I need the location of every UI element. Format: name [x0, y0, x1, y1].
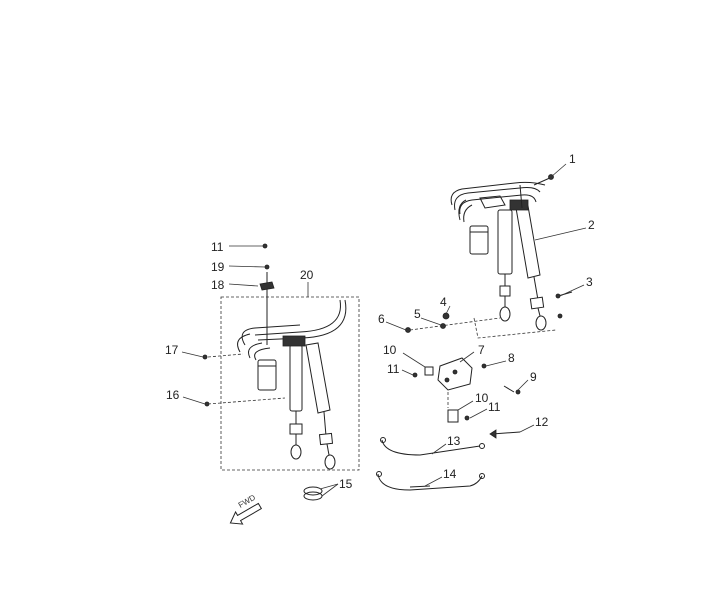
callout-5: 5 — [414, 307, 421, 321]
left-shock-assembly — [220, 272, 360, 471]
callout-12: 12 — [535, 415, 549, 429]
callout-14: 14 — [443, 467, 457, 481]
callout-13: 13 — [447, 434, 461, 448]
callout-6: 6 — [378, 312, 385, 326]
callout-10-upper: 10 — [383, 343, 397, 357]
callout-3: 3 — [586, 275, 593, 289]
small-parts — [202, 174, 573, 501]
callout-11-middle: 11 — [387, 362, 400, 376]
callout-4: 4 — [440, 295, 447, 309]
callout-11-top: 11 — [211, 240, 224, 254]
callout-17: 17 — [165, 343, 179, 357]
fwd-label: FWD — [237, 493, 257, 510]
callout-16: 16 — [166, 388, 180, 402]
callout-19: 19 — [211, 260, 225, 274]
callout-8: 8 — [508, 351, 515, 365]
callout-1: 1 — [569, 152, 576, 166]
callout-7: 7 — [478, 343, 485, 357]
forward-arrow-icon: FWD — [229, 493, 263, 525]
callout-10-lower: 10 — [475, 391, 489, 405]
right-shock-assembly — [450, 181, 547, 331]
callout-labels: 1 2 3 4 5 6 7 8 9 10 11 10 11 12 13 14 1… — [165, 152, 595, 491]
callout-15: 15 — [339, 477, 353, 491]
callout-18: 18 — [211, 278, 225, 292]
callout-11-lower: 11 — [488, 400, 501, 414]
leader-lines — [181, 163, 587, 497]
callout-20: 20 — [300, 268, 314, 282]
callout-2: 2 — [588, 218, 595, 232]
callout-9: 9 — [530, 370, 537, 384]
